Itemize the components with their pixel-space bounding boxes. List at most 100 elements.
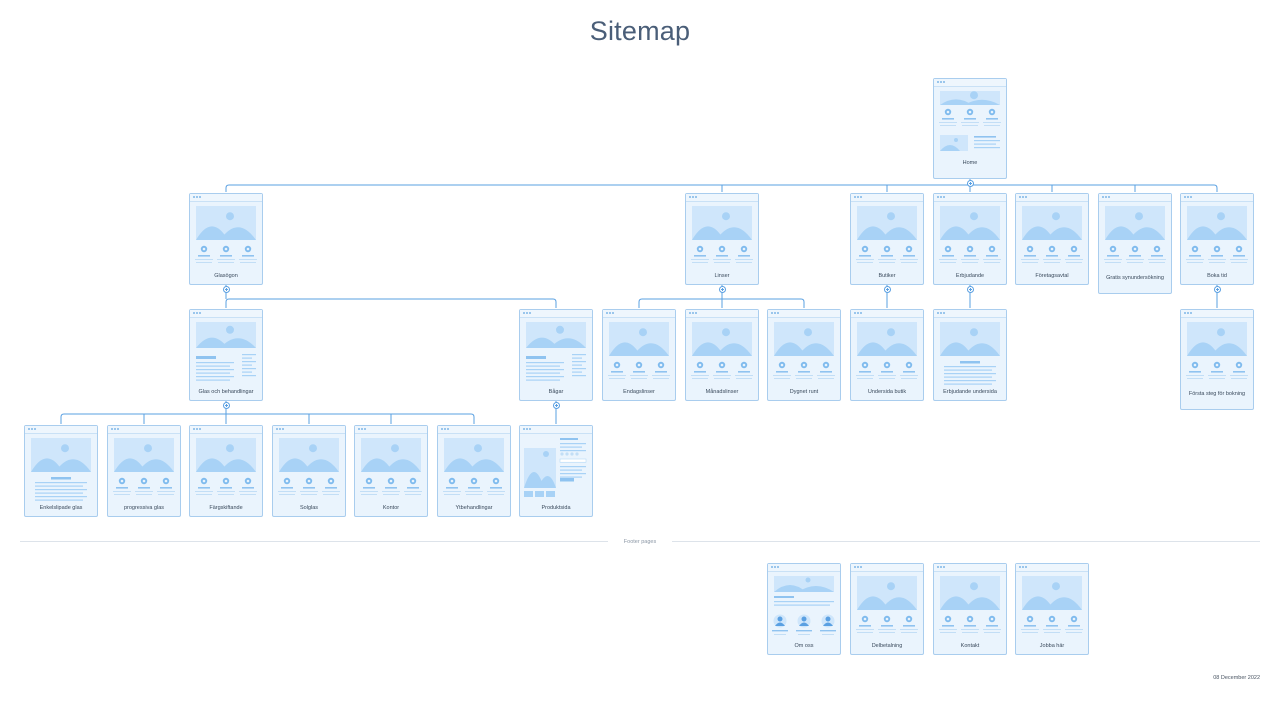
page-thumbnail <box>856 576 918 633</box>
browser-bar <box>1016 194 1088 202</box>
page-card-kontakt[interactable]: Kontakt <box>933 563 1007 655</box>
page-label: progressiva glas <box>123 505 165 511</box>
browser-bar <box>1016 564 1088 572</box>
page-card-butiker[interactable]: Butiker <box>850 193 924 285</box>
page-card-bagar[interactable]: Bågar <box>519 309 593 401</box>
page-card-glasogon[interactable]: Glasögon <box>189 193 263 285</box>
browser-bar <box>934 194 1006 202</box>
page-thumbnail <box>524 438 587 497</box>
browser-bar <box>520 310 592 318</box>
browser-bar <box>273 426 345 434</box>
browser-bar <box>190 426 262 434</box>
page-thumbnail <box>526 322 586 381</box>
expand-connector-icon[interactable] <box>966 179 974 187</box>
page-thumbnail <box>1186 322 1248 379</box>
page-thumbnail <box>608 322 670 379</box>
page-thumbnail <box>1021 206 1083 263</box>
page-thumbnail <box>360 438 422 495</box>
expand-connector-icon[interactable] <box>222 401 230 409</box>
page-thumbnail <box>939 576 1001 633</box>
page-thumbnail <box>1186 206 1248 263</box>
page-card-jobba[interactable]: Jobba här <box>1015 563 1089 655</box>
browser-bar <box>25 426 97 434</box>
page-thumbnail <box>278 438 340 495</box>
expand-connector-icon[interactable] <box>883 285 891 293</box>
browser-bar <box>1181 310 1253 318</box>
page-card-foretagsavtal[interactable]: Företagsavtal <box>1015 193 1089 285</box>
page-label: Erbjudande <box>955 273 985 279</box>
browser-bar <box>768 564 840 572</box>
connector-bus <box>60 413 475 424</box>
page-label: Första steg för bokning <box>1188 391 1246 397</box>
expand-connector-icon[interactable] <box>1213 285 1221 293</box>
browser-bar <box>438 426 510 434</box>
page-card-endagslinser[interactable]: Endagslinser <box>602 309 676 401</box>
browser-bar <box>1181 194 1253 202</box>
browser-bar <box>934 79 1006 87</box>
expand-connector-icon[interactable] <box>718 285 726 293</box>
page-card-dygnet[interactable]: Dygnet runt <box>767 309 841 401</box>
page-label: Delbetalning <box>871 643 903 649</box>
page-label: Glasögon <box>214 273 238 279</box>
browser-bar <box>934 310 1006 318</box>
page-thumbnail <box>691 322 753 379</box>
page-thumbnail <box>940 322 1000 385</box>
browser-bar <box>851 194 923 202</box>
connector-bus <box>225 184 1218 192</box>
page-card-ytbehandlingar[interactable]: Ytbehandlingar <box>437 425 511 517</box>
expand-connector-icon[interactable] <box>222 285 230 293</box>
page-label: Linser <box>714 273 730 279</box>
page-title: Sitemap <box>589 16 691 46</box>
page-card-enkelslipade[interactable]: Enkelslipade glas <box>24 425 98 517</box>
page-thumbnail <box>773 322 835 379</box>
page-label: Butiker <box>878 273 896 279</box>
page-thumbnail <box>939 91 1001 151</box>
page-thumbnail <box>1021 576 1083 633</box>
page-label: Kontor <box>382 505 400 511</box>
page-card-produktsida[interactable]: Produktsida <box>519 425 593 517</box>
date-stamp: 08 December 2022 <box>1213 675 1260 681</box>
page-thumbnail <box>443 438 505 495</box>
page-card-kontor[interactable]: Kontor <box>354 425 428 517</box>
expand-connector-icon[interactable] <box>966 285 974 293</box>
page-card-glas-beh[interactable]: Glas och behandlingar <box>189 309 263 401</box>
page-card-om-oss[interactable]: Om oss <box>767 563 841 655</box>
page-card-fargskiftande[interactable]: Färgskiftande <box>189 425 263 517</box>
page-card-manadslinser[interactable]: Månadslinser <box>685 309 759 401</box>
page-label: Ytbehandlingar <box>455 505 493 511</box>
page-thumbnail <box>856 322 918 379</box>
browser-bar <box>851 564 923 572</box>
connector-bus <box>638 298 805 308</box>
browser-bar <box>520 426 592 434</box>
page-thumbnail <box>31 438 91 501</box>
page-label: Endagslinser <box>623 389 655 395</box>
page-card-erbjudande[interactable]: Erbjudande <box>933 193 1007 285</box>
page-label: Månadslinser <box>705 389 739 395</box>
page-label: Gratis synundersökning <box>1106 275 1164 281</box>
page-label: Jobba här <box>1039 643 1065 649</box>
page-card-undersida-butik[interactable]: Undersida butik <box>850 309 924 401</box>
page-card-solglas[interactable]: Solglas <box>272 425 346 517</box>
page-card-forsta-steg[interactable]: Första steg för bokning <box>1180 309 1254 410</box>
connector-bus <box>225 298 557 308</box>
page-label: Dygnet runt <box>789 389 819 395</box>
page-card-home[interactable]: Home <box>933 78 1007 179</box>
browser-bar <box>768 310 840 318</box>
page-label: Om oss <box>794 643 814 649</box>
page-label: Enkelslipade glas <box>39 505 83 511</box>
footer-pages-label: Footer pages <box>615 539 665 545</box>
page-thumbnail <box>856 206 918 263</box>
page-card-linser[interactable]: Linser <box>685 193 759 285</box>
page-label: Färgskiftande <box>209 505 243 511</box>
page-card-erbjudande-undersida[interactable]: Erbjudande undersida <box>933 309 1007 401</box>
page-thumbnail <box>691 206 753 263</box>
page-card-boka[interactable]: Boka tid <box>1180 193 1254 285</box>
page-card-delbetalning[interactable]: Delbetalning <box>850 563 924 655</box>
browser-bar <box>686 310 758 318</box>
page-label: Undersida butik <box>867 389 907 395</box>
page-label: Erbjudande undersida <box>943 389 997 395</box>
page-card-progressiva[interactable]: progressiva glas <box>107 425 181 517</box>
browser-bar <box>603 310 675 318</box>
page-card-gratis[interactable]: Gratis synundersökning <box>1098 193 1172 294</box>
expand-connector-icon[interactable] <box>552 401 560 409</box>
